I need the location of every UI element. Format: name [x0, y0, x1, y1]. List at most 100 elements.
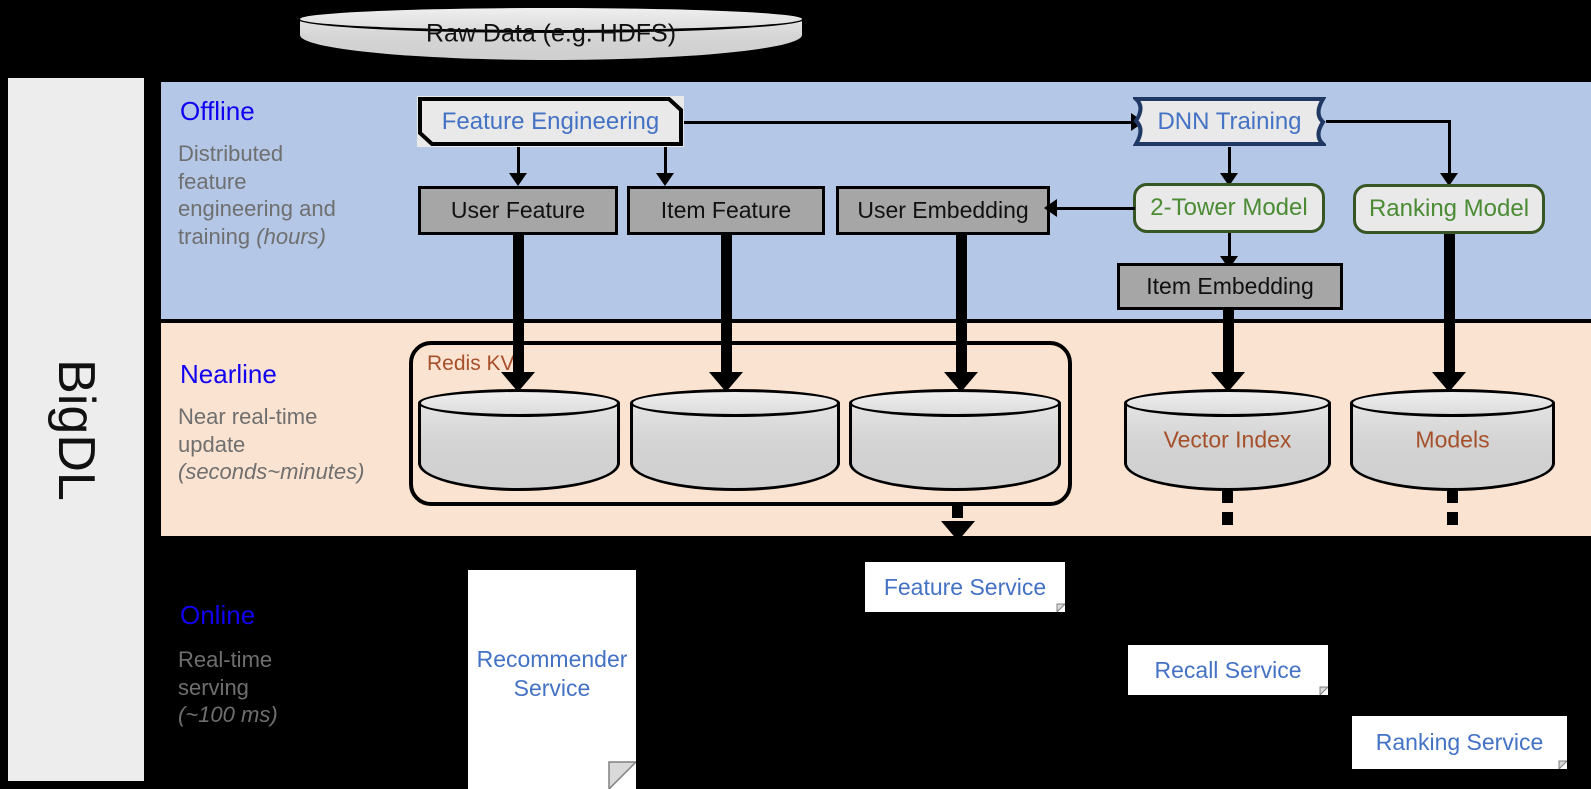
feature-engineering-node[interactable]: Feature Engineering: [417, 96, 684, 147]
online-layer-title: Online: [180, 600, 256, 630]
feature-service-label: Feature Service: [883, 574, 1047, 600]
recommender-service-label: Recommender Service: [468, 645, 636, 703]
framework-label: BigDL: [47, 358, 106, 501]
connector-dnn-twotower: [1228, 147, 1231, 175]
recommender-service-line2: Service: [513, 674, 591, 701]
two-tower-model-label: 2-Tower Model: [1150, 194, 1308, 221]
connector-twotower-userembedding: [1053, 207, 1135, 210]
offline-desc-l2: feature: [178, 168, 247, 194]
models-label: Models: [1415, 426, 1490, 453]
note-shape-icon: [468, 570, 636, 789]
note-shape-icon: [1128, 645, 1328, 695]
arrowhead-fe-itemfeature: [656, 173, 674, 186]
nearline-desc-l2: update: [178, 431, 246, 457]
arrowhead-fe-userfeature: [509, 173, 527, 186]
arrowhead-twotower-userembedding: [1044, 199, 1057, 217]
offline-layer-description: Distributed feature engineering and trai…: [178, 140, 408, 250]
cylinder-body: [630, 403, 840, 491]
redis-kv-label: Redis KV: [427, 352, 515, 375]
recommender-service-note[interactable]: Recommender Service: [468, 570, 636, 789]
vector-index-label: Vector Index: [1163, 426, 1292, 453]
feature-service-note[interactable]: Feature Service: [865, 562, 1065, 612]
connector-dnn-ranking-h: [1326, 120, 1451, 123]
arrowhead-dnn-ranking: [1440, 173, 1458, 186]
cylinder-body: [418, 403, 620, 491]
cylinder-body: [849, 403, 1061, 491]
bowtie-shape-icon: [1133, 97, 1326, 146]
nearline-desc-l1: Near real-time: [178, 404, 318, 429]
raw-data-label: Raw Data (e.g. HDFS): [425, 19, 677, 48]
connector-rankingmodel-models: [1444, 234, 1455, 375]
user-feature-store-cylinder[interactable]: [418, 389, 620, 491]
user-embedding-store-cylinder[interactable]: [849, 389, 1061, 491]
dashed-connector-vectorindex-seg1: [1222, 490, 1233, 503]
cylinder-top: [1350, 389, 1555, 417]
note-shape-icon: [865, 562, 1065, 612]
dashed-connector-models-seg1: [1447, 490, 1458, 503]
redis-kv-group: [409, 341, 1072, 506]
cylinder-top: [1124, 389, 1331, 417]
arrowhead-store-featureservice: [941, 521, 975, 541]
recall-service-note[interactable]: Recall Service: [1128, 645, 1328, 695]
arrowhead-dnn-twotower: [1220, 173, 1238, 186]
arrowhead-itemembedding-vectorindex: [1211, 372, 1245, 392]
cylinder-top: [418, 389, 620, 417]
item-feature-store-cylinder[interactable]: [630, 389, 840, 491]
cylinder-top: [630, 389, 840, 417]
user-embedding-node[interactable]: User Embedding: [836, 186, 1050, 235]
raw-data-cylinder: Raw Data (e.g. HDFS): [297, 5, 805, 63]
offline-desc-l4: training: [178, 223, 257, 249]
dashed-connector-featureservice-seg1: [952, 505, 963, 518]
item-embedding-label: Item Embedding: [1146, 273, 1314, 299]
ranking-model-label: Ranking Model: [1368, 195, 1530, 222]
arrowhead-rankingmodel-models: [1432, 372, 1466, 392]
item-feature-label: Item Feature: [660, 197, 792, 223]
nearline-layer-description: Near real-time update (seconds~minutes): [178, 403, 423, 486]
arrowhead-itemfeature-store: [709, 372, 743, 392]
recall-service-label: Recall Service: [1154, 657, 1302, 683]
offline-layer-title: Offline: [180, 96, 255, 126]
user-feature-label: User Feature: [450, 197, 586, 223]
nearline-desc-italic: (seconds~minutes): [178, 459, 365, 484]
arrowhead-rawdata-fe: [533, 62, 567, 82]
online-desc-l1: Real-time: [178, 647, 273, 672]
ranking-service-label: Ranking Service: [1375, 729, 1544, 755]
item-embedding-node[interactable]: Item Embedding: [1117, 263, 1343, 310]
feature-engineering-label: Feature Engineering: [441, 107, 660, 135]
user-feature-node[interactable]: User Feature: [418, 186, 618, 235]
cylinder-top: [849, 389, 1061, 417]
recommender-service-line1: Recommender: [476, 646, 628, 672]
vector-index-cylinder[interactable]: Vector Index: [1124, 389, 1331, 491]
connector-itemembedding-vectorindex: [1223, 310, 1234, 375]
item-feature-node[interactable]: Item Feature: [627, 186, 825, 235]
dnn-training-label: DNN Training: [1157, 107, 1302, 135]
note-shape-icon: [1352, 716, 1567, 769]
two-tower-model-node[interactable]: 2-Tower Model: [1133, 183, 1325, 233]
connector-fe-userfeature: [517, 147, 520, 175]
connector-userfeature-store: [513, 235, 524, 376]
dnn-training-node[interactable]: DNN Training: [1133, 96, 1326, 147]
flag-shape-icon: [418, 97, 683, 146]
connector-twotower-itemembedding: [1228, 233, 1231, 259]
connector-itemfeature-store: [721, 235, 732, 376]
connector-fe-itemfeature: [664, 147, 667, 175]
cylinder-body: [1124, 403, 1331, 491]
dashed-connector-vectorindex-seg2: [1222, 512, 1233, 525]
models-cylinder[interactable]: Models: [1350, 389, 1555, 491]
offline-desc-italic: (hours): [256, 223, 326, 249]
dashed-connector-models-seg2: [1447, 512, 1458, 525]
offline-desc-l1: Distributed: [178, 141, 284, 166]
framework-bar: BigDL: [8, 78, 144, 781]
offline-desc-l3: engineering and: [178, 196, 336, 221]
online-desc-l2: serving: [178, 674, 249, 700]
user-embedding-label: User Embedding: [857, 197, 1029, 223]
online-layer-description: Real-time serving (~100 ms): [178, 646, 408, 729]
ranking-model-node[interactable]: Ranking Model: [1353, 184, 1545, 234]
nearline-layer-title: Nearline: [180, 359, 277, 389]
connector-fe-dnn: [684, 121, 1134, 124]
arrowhead-userfeature-store: [501, 372, 535, 392]
ranking-service-note[interactable]: Ranking Service: [1352, 716, 1567, 769]
online-desc-italic: (~100 ms): [178, 702, 278, 727]
cylinder-body: [1350, 403, 1555, 491]
